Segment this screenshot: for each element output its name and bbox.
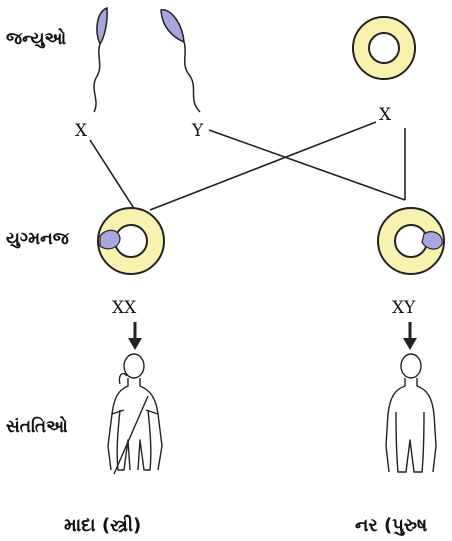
- egg-nucleus: [368, 32, 400, 64]
- sperm-x: [93, 6, 108, 113]
- sperm-tail-y: [183, 41, 201, 113]
- sperm-head-x: [96, 6, 108, 46]
- male-figure: [385, 353, 437, 473]
- label-gametes: જન્યુઓ: [6, 27, 67, 49]
- line-egg-to-xx: [149, 121, 377, 211]
- offspring-male-label: નર (પુરુષ: [355, 515, 427, 536]
- offspring-female-label: માદા (સ્ત્રી): [64, 514, 141, 536]
- sperm-chromosome-y: Y: [191, 121, 204, 141]
- sperm-head-y: [160, 9, 185, 44]
- zygote-female-label: XX: [112, 298, 137, 318]
- sperm-tail-x: [93, 43, 101, 113]
- zygote-male: [377, 207, 445, 275]
- zygote-female: [97, 207, 165, 275]
- arrow-male: [403, 322, 417, 350]
- zygote-male-label: XY: [392, 298, 416, 318]
- label-offspring: સંતતિઓ: [6, 415, 68, 437]
- arrow-female: [128, 322, 142, 350]
- sperm-nucleus-female: [99, 229, 121, 250]
- cross-lines: [89, 121, 406, 211]
- egg-chromosome-x: X: [379, 105, 392, 125]
- line-x-to-xx: [89, 139, 136, 211]
- female-figure: [107, 353, 163, 475]
- sperm-chromosome-x: X: [75, 121, 88, 141]
- label-zygote: યુગ્મનજ: [6, 229, 70, 249]
- egg-cell: [352, 16, 416, 80]
- sperm-nucleus-male: [421, 231, 443, 250]
- line-y-to-xy: [208, 129, 406, 201]
- sperm-y: [160, 9, 201, 113]
